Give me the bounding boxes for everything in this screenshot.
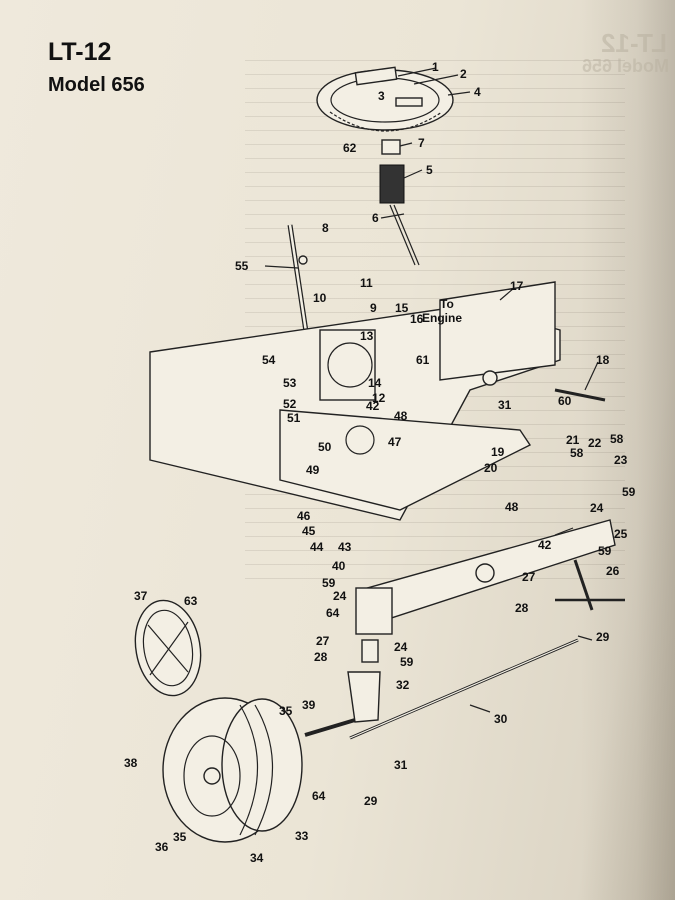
callout-54: 54 [262, 353, 276, 367]
callout-48b: 48 [505, 500, 519, 514]
leader-lines [380, 67, 599, 713]
callout-32: 32 [396, 678, 410, 692]
callout-50: 50 [318, 440, 332, 454]
callout-35: 35 [279, 704, 293, 718]
callout-61: 61 [416, 353, 430, 367]
callout-44: 44 [310, 540, 324, 554]
callout-43: 43 [338, 540, 352, 554]
callout-4: 4 [474, 85, 481, 99]
callout-14: 14 [368, 376, 382, 390]
callout-42: 42 [366, 399, 380, 413]
callout-6: 6 [372, 211, 379, 225]
to-engine-label-line1: To [440, 297, 454, 311]
callout-5: 5 [426, 163, 433, 177]
callout-59c: 59 [598, 544, 612, 558]
callout-42b: 42 [538, 538, 552, 552]
callout-31b: 31 [394, 758, 408, 772]
callout-60: 60 [558, 394, 572, 408]
steering-wheel [316, 66, 454, 132]
callout-21: 21 [566, 433, 580, 447]
callout-47: 47 [388, 435, 402, 449]
callout-39: 39 [302, 698, 316, 712]
callout-18: 18 [596, 353, 610, 367]
callout-58: 58 [610, 432, 624, 446]
spindle-left [304, 639, 381, 737]
callout-27b: 27 [316, 634, 330, 648]
callout-10: 10 [313, 291, 327, 305]
model-subtitle: Model 656 [48, 74, 145, 96]
callout-38: 38 [124, 756, 138, 770]
callout-49: 49 [306, 463, 320, 477]
front-tire [162, 697, 303, 843]
tractor-frame [149, 281, 606, 521]
callout-40: 40 [332, 559, 346, 573]
callout-36: 36 [155, 840, 169, 854]
shift-lever [264, 224, 311, 346]
callout-62: 62 [343, 141, 357, 155]
callout-46: 46 [297, 509, 311, 523]
steering-column [379, 139, 420, 266]
spindle-right [555, 559, 625, 611]
callout-7: 7 [418, 136, 425, 150]
callout-64b: 64 [312, 789, 326, 803]
callout-59b: 59 [322, 576, 336, 590]
callout-24c: 24 [394, 640, 408, 654]
hubcap [134, 599, 202, 697]
drag-link [349, 638, 579, 740]
front-axle [355, 519, 616, 635]
callout-17: 17 [510, 279, 524, 293]
callout-16: 16 [410, 312, 424, 326]
callout-1: 1 [432, 60, 439, 74]
callout-30: 30 [494, 712, 508, 726]
callout-59d: 59 [400, 655, 414, 669]
callout-58b: 58 [570, 446, 584, 460]
callout-24b: 24 [333, 589, 347, 603]
callout-33: 33 [295, 829, 309, 843]
callout-23: 23 [614, 453, 628, 467]
callout-9: 9 [370, 301, 377, 315]
callout-12: 12 [372, 391, 386, 405]
callout-63: 63 [184, 594, 198, 608]
callout-11: 11 [360, 276, 373, 290]
callout-13: 13 [360, 329, 374, 343]
callout-2: 2 [460, 67, 467, 81]
callout-31: 31 [498, 398, 512, 412]
page-title: LT-12 [48, 38, 112, 66]
callout-37: 37 [134, 589, 148, 603]
callout-25: 25 [614, 527, 628, 541]
callout-48: 48 [394, 409, 408, 423]
callout-35b: 35 [173, 830, 187, 844]
callout-45: 45 [302, 524, 316, 538]
callout-53: 53 [283, 376, 297, 390]
callout-34: 34 [250, 851, 264, 865]
callout-27: 27 [522, 570, 536, 584]
callout-28: 28 [515, 601, 529, 615]
callout-26: 26 [606, 564, 620, 578]
callout-19: 19 [491, 445, 505, 459]
callout-8: 8 [322, 221, 329, 235]
callout-59: 59 [622, 485, 636, 499]
callout-24: 24 [590, 501, 604, 515]
callout-20: 20 [484, 461, 498, 475]
callout-52: 52 [283, 397, 297, 411]
page-edge-shadow [580, 0, 675, 900]
part-callouts: 1 2 3 4 62 7 5 6 8 55 11 10 9 15 16 13 6… [124, 60, 636, 865]
callout-3: 3 [378, 89, 385, 103]
callout-64: 64 [326, 606, 340, 620]
callout-55: 55 [235, 259, 249, 273]
callout-29: 29 [596, 630, 610, 644]
callout-28b: 28 [314, 650, 328, 664]
to-engine-label-line2: Engine [422, 311, 462, 325]
callout-15: 15 [395, 301, 409, 315]
callout-29b: 29 [364, 794, 378, 808]
callout-22: 22 [588, 436, 602, 450]
callout-51: 51 [287, 411, 301, 425]
